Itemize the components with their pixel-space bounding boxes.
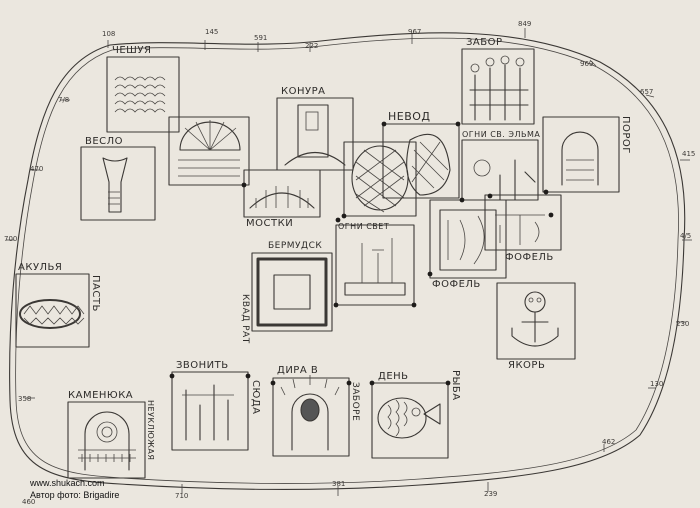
- label-fofel-2: ФОФЕЛЬ: [432, 279, 481, 290]
- border-number: 470: [30, 165, 44, 173]
- kennel-box: [276, 97, 354, 171]
- border-number: 591: [254, 34, 268, 42]
- label-cheshuya: ЧЕШУЯ: [112, 45, 152, 56]
- outer-border: [9, 32, 686, 490]
- border-number: 222: [305, 42, 319, 50]
- border-number: 381: [332, 480, 346, 488]
- border-number: 7/8: [58, 96, 70, 104]
- label-konura: КОНУРА: [281, 86, 326, 97]
- shark-box: [15, 273, 90, 348]
- call-box: [171, 371, 249, 451]
- label-veslo: ВЕСЛО: [85, 136, 124, 147]
- border-number: 657: [640, 88, 654, 96]
- border-number: 460: [22, 498, 36, 506]
- credit-site: www.shukach.com: [30, 478, 105, 488]
- label-syuda: СЮДА: [250, 380, 261, 415]
- label-mostki: МОСТКИ: [246, 218, 294, 229]
- label-kvadrat: КВАД РАТ: [240, 294, 250, 344]
- border-number: 4/5: [680, 232, 692, 240]
- label-fofel-1: ФОФЕЛЬ: [505, 252, 554, 263]
- border-number: 108: [102, 30, 116, 38]
- lights-box: [335, 224, 415, 306]
- border-number: 969: [580, 60, 594, 68]
- label-zabor: ЗАБОР: [466, 37, 503, 48]
- bridge-box: [243, 169, 321, 218]
- label-neuklyuzhaya: НЕУКЛЮЖАЯ: [146, 400, 155, 461]
- fofel-box-2: [484, 194, 562, 251]
- fofel-box-1: [429, 199, 507, 279]
- fish-box: [371, 382, 449, 459]
- border-ticks: [6, 28, 692, 496]
- border-number: 130: [650, 380, 664, 388]
- label-porog: ПОРОГ: [620, 116, 631, 154]
- label-nevod: НЕВОД: [388, 110, 431, 123]
- anchor-box: [496, 282, 576, 360]
- threshold-box: [542, 116, 620, 193]
- net-box-2: [382, 123, 460, 199]
- border-number: 230: [676, 320, 690, 328]
- label-past: ПАСТЬ: [90, 275, 101, 312]
- label-ryba: РЫБА: [450, 370, 461, 401]
- border-number: 239: [484, 490, 498, 498]
- border-number: 967: [408, 28, 422, 36]
- scale-box: [106, 56, 180, 133]
- scale-pattern: [114, 76, 166, 113]
- label-akulya: АКУЛЬЯ: [18, 262, 63, 273]
- corner-dots: [169, 121, 554, 386]
- label-zvonit: ЗВОНИТЬ: [176, 360, 229, 371]
- hole-box: [272, 377, 350, 457]
- label-zabore: ЗАБОРЕ: [350, 382, 360, 422]
- border-number: 700: [4, 235, 18, 243]
- border-number: 358: [18, 395, 32, 403]
- label-bermudsk: БЕРМУДСК: [268, 241, 323, 251]
- border-number: 415: [682, 150, 696, 158]
- border-number: 849: [518, 20, 532, 28]
- border-number: 710: [175, 492, 189, 500]
- label-yakor: ЯКОРЬ: [508, 360, 546, 371]
- stone-box: [67, 401, 146, 479]
- credit-author: Автор фото: Brigadire: [30, 490, 120, 500]
- label-kamenyuka: КАМЕНЮКА: [68, 390, 134, 401]
- label-ogni: ОГНИ СВ. ЭЛЬМА: [462, 130, 541, 139]
- fence-box: [461, 48, 535, 125]
- oar-box: [80, 146, 156, 221]
- bermuda-box: [251, 252, 333, 332]
- border-number: 462: [602, 438, 616, 446]
- border-number: 145: [205, 28, 219, 36]
- label-den: ДЕНЬ: [378, 371, 409, 382]
- label-dyra: ДИРА В: [277, 365, 319, 376]
- shell-box: [168, 116, 250, 186]
- label-ogni-svet: ОГНИ СВЕТ: [338, 222, 390, 231]
- net-box-1: [343, 141, 417, 217]
